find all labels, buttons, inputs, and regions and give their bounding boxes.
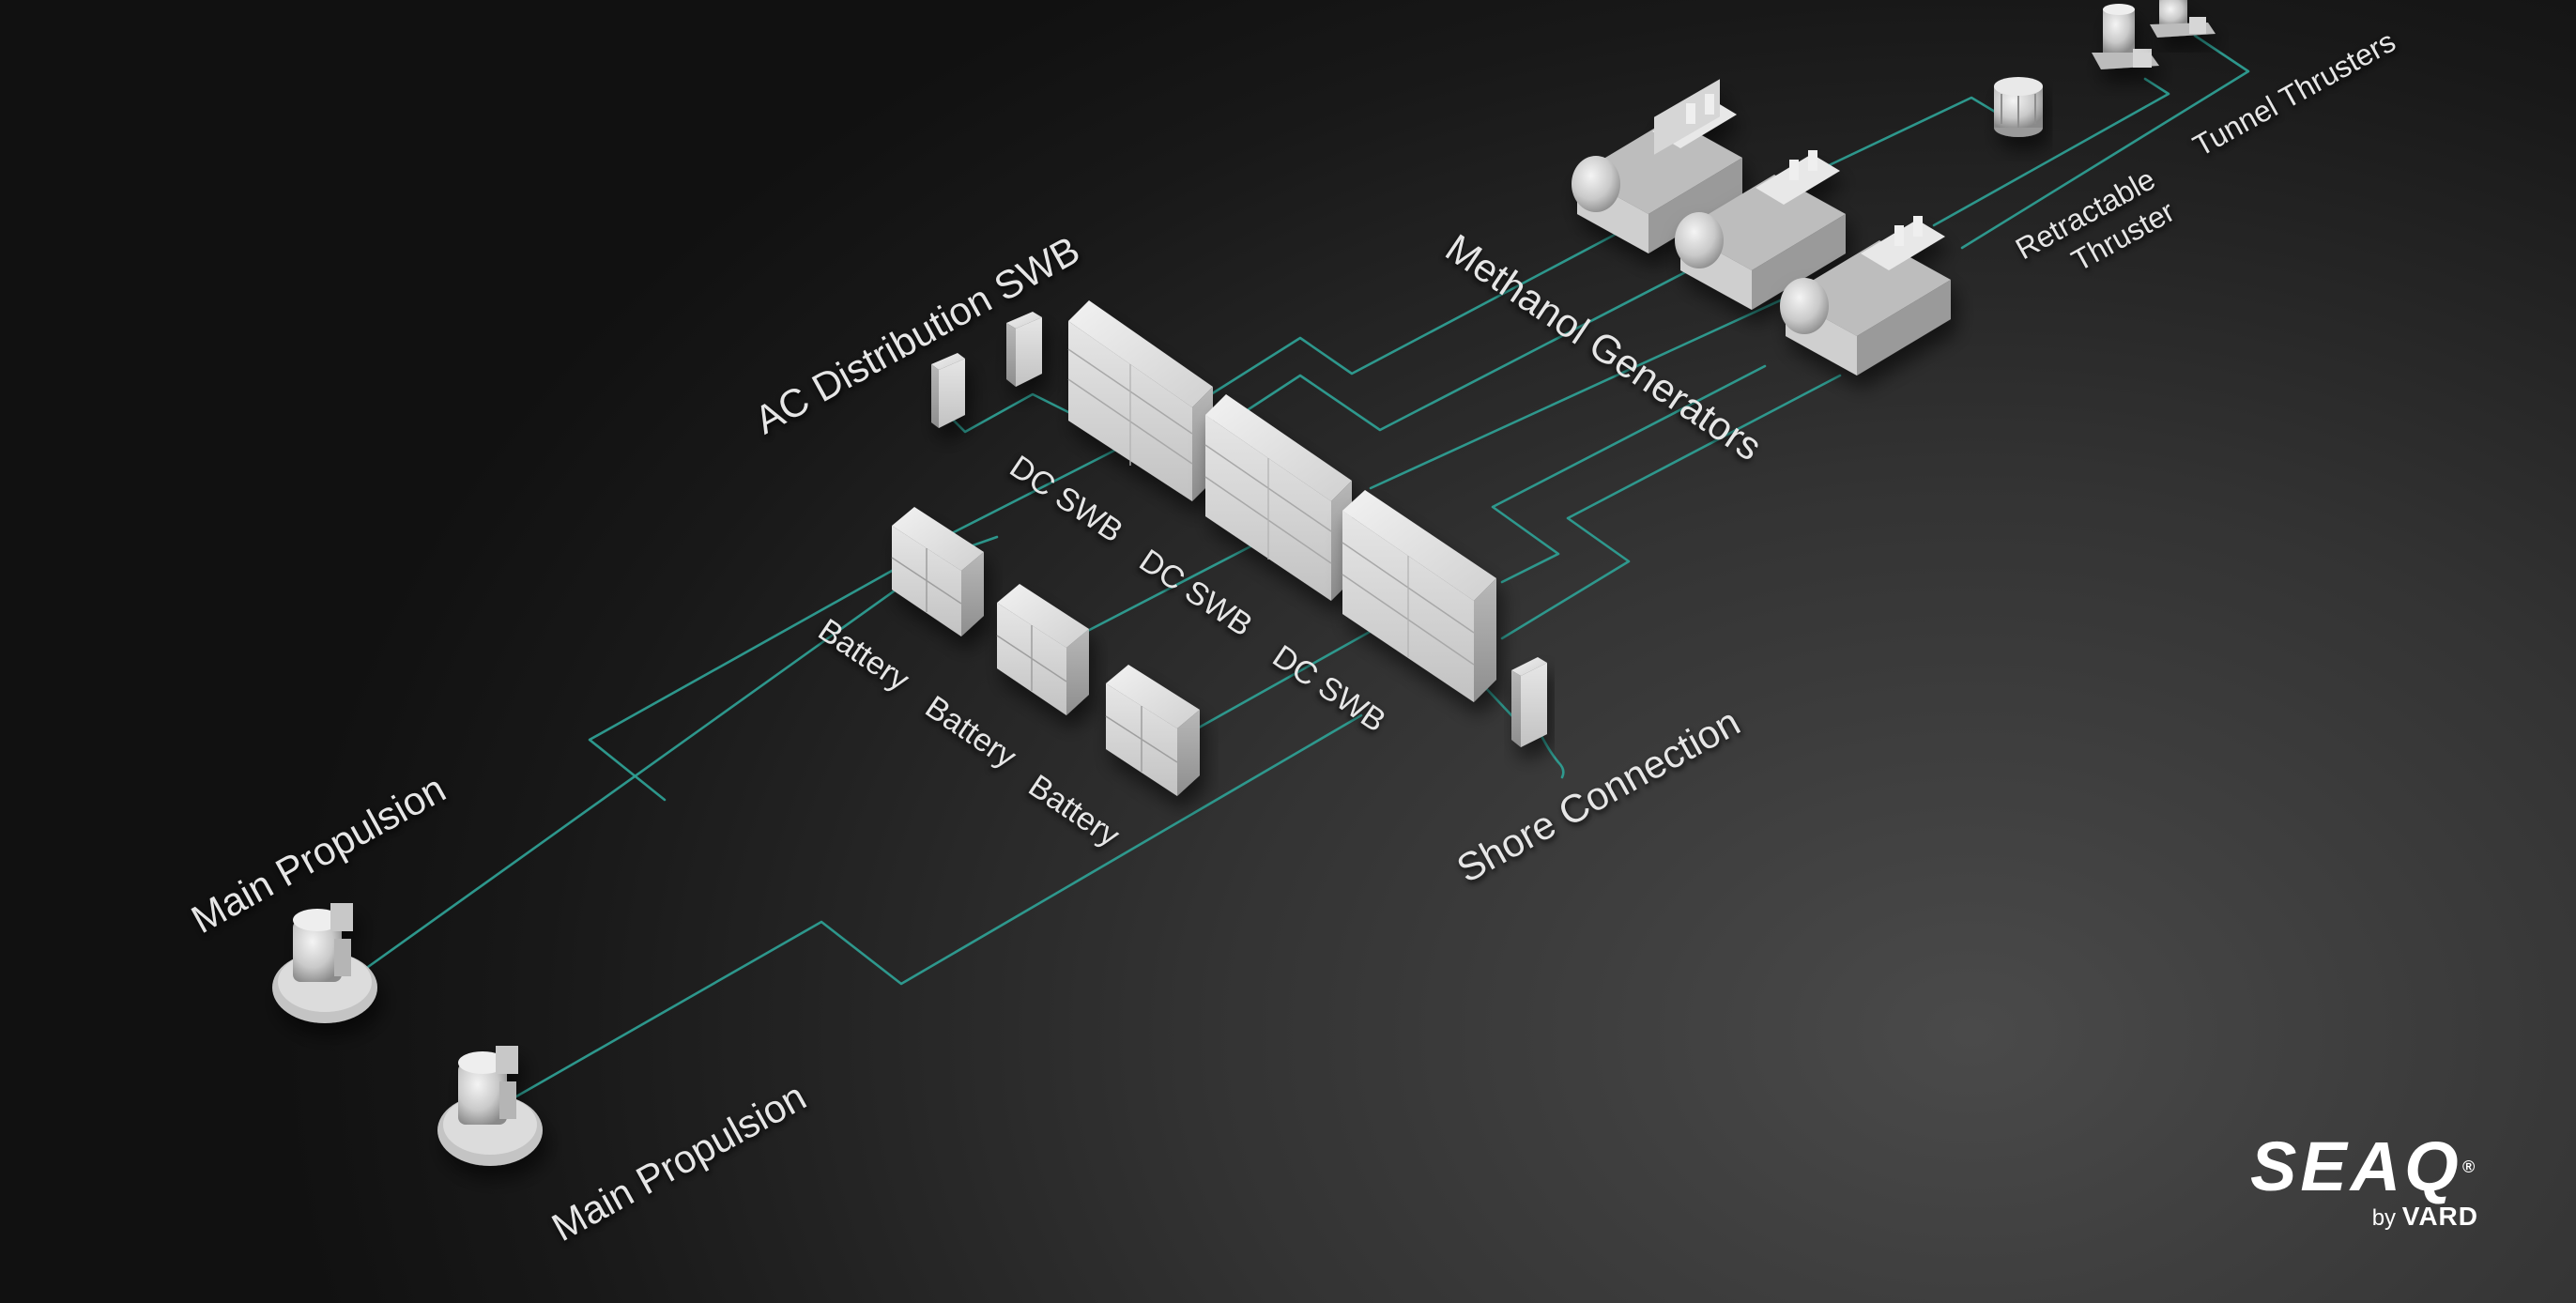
methanol-generator-2 [1675,150,1846,310]
wire-dc3-a [1491,364,1767,584]
wire-gen-2 [1247,253,1720,432]
wire-main-propulsion-1-branch [588,569,894,802]
wire-shore-cable [1538,730,1565,779]
wire-retractable [1819,96,2011,171]
logo-byline: by VARD [2371,1202,2478,1231]
wire-main-propulsion-1 [366,535,999,969]
main-propulsion-unit-1 [272,903,377,1023]
wire-dc3-b [1500,374,1842,640]
dc-swb-2 [1204,394,1352,601]
battery-unit-3 [1105,665,1200,796]
dc-swb-1 [1067,300,1213,501]
dc-swb-3 [1342,490,1496,702]
methanol-generator-1 [1572,79,1742,253]
wire-ac-swb [946,392,1072,434]
battery-unit-2 [996,584,1089,715]
tunnel-thruster-2 [2150,0,2216,38]
wire-main-propulsion-2 [514,713,1363,1098]
main-propulsion-unit-2 [437,1046,543,1166]
wire-gen-3 [1369,280,1823,490]
battery-unit-1 [891,507,984,636]
wire-gen-1 [1209,233,1617,396]
shore-connection-box [1511,657,1547,747]
wire-tunnel-2 [1960,34,2250,250]
seaq-by-vard-logo: SEAQ® by VARD [2250,1132,2478,1232]
retractable-thruster [1994,77,2043,137]
ac-distribution-swb [931,312,1042,428]
tunnel-thruster-1 [2092,4,2159,69]
ac-swb-cabinet-2 [1006,312,1042,387]
wire-shore [1481,683,1515,719]
wire-tunnel-1 [1932,77,2170,227]
ac-swb-cabinet-1 [931,353,965,428]
methanol-generator-3 [1780,216,1951,376]
logo-brand: SEAQ® [2250,1127,2478,1205]
